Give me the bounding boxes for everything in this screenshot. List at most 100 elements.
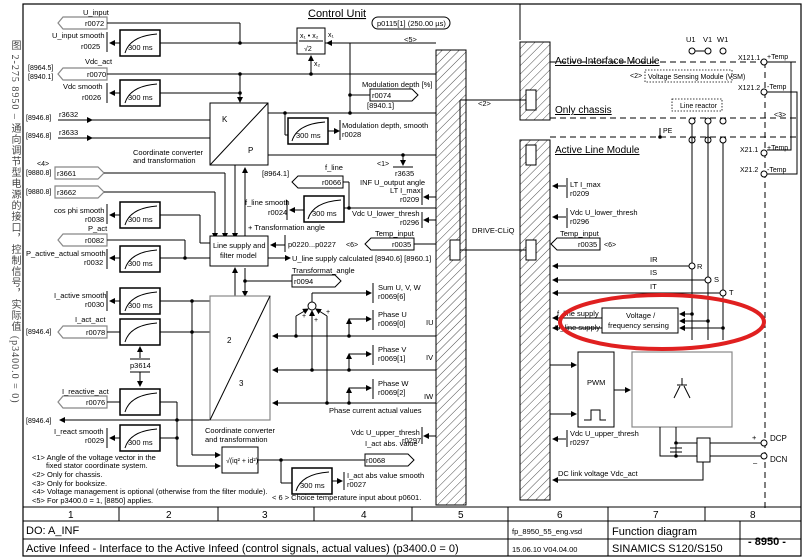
svg-text:<4>: <4> bbox=[37, 161, 49, 168]
svg-text:T: T bbox=[729, 288, 734, 297]
svg-text:r0297: r0297 bbox=[570, 438, 589, 447]
u-input-label: U_input bbox=[83, 8, 110, 17]
svg-text:+Temp: +Temp bbox=[767, 145, 788, 152]
svg-text:r3635: r3635 bbox=[395, 169, 414, 178]
svg-text:r0068: r0068 bbox=[366, 456, 385, 465]
svg-text:PE: PE bbox=[663, 128, 673, 135]
svg-text:[8964.5]: [8964.5] bbox=[28, 65, 53, 72]
svg-text:LT I_max: LT I_max bbox=[390, 186, 421, 195]
svg-text:[8940.1]: [8940.1] bbox=[367, 101, 394, 110]
svg-text:2: 2 bbox=[166, 510, 172, 521]
svg-text:+Temp: +Temp bbox=[767, 54, 788, 61]
footer-product: SINAMICS S120/S150 bbox=[612, 543, 723, 555]
svg-text:Phase current actual values: Phase current actual values bbox=[329, 406, 422, 415]
svg-text:+: + bbox=[326, 309, 330, 316]
footer-columns: 1 2 3 4 5 6 7 8 bbox=[68, 507, 756, 556]
svg-text:fixed stator coordinate system: fixed stator coordinate system. bbox=[46, 461, 148, 470]
svg-text:300 ms: 300 ms bbox=[128, 215, 153, 224]
svg-text:r0296: r0296 bbox=[400, 218, 419, 227]
power-unit-block bbox=[631, 351, 733, 428]
svg-text:<6>: <6> bbox=[604, 242, 616, 249]
sample-time: p0115[1] (250.00 µs) bbox=[377, 19, 446, 28]
svg-text:r0297: r0297 bbox=[402, 436, 421, 445]
svg-text:V1: V1 bbox=[703, 35, 712, 44]
svg-text:<2>: <2> bbox=[630, 73, 642, 80]
svg-text:r3661: r3661 bbox=[57, 169, 76, 178]
svg-text:IR: IR bbox=[650, 255, 658, 264]
svg-text:LT I_max: LT I_max bbox=[570, 180, 601, 189]
svg-text:r0030: r0030 bbox=[85, 300, 104, 309]
svg-text:4: 4 bbox=[361, 510, 367, 521]
svg-text:<5> For p3400.0 = 1, [8850] ap: <5> For p3400.0 = 1, [8850] applies. bbox=[32, 496, 153, 505]
svg-text:r0029: r0029 bbox=[85, 436, 104, 445]
svg-text:<1> Angle of the voltage vecto: <1> Angle of the voltage vector in the bbox=[32, 453, 156, 462]
sample-time-box bbox=[371, 16, 451, 30]
svg-text:r0069[6]: r0069[6] bbox=[378, 292, 406, 301]
svg-text:2: 2 bbox=[227, 336, 232, 345]
svg-text:r0209: r0209 bbox=[570, 189, 589, 198]
svg-text:Temp_input: Temp_input bbox=[375, 229, 415, 238]
u-input-smooth-label: U_input smooth bbox=[52, 31, 105, 40]
svg-text:<6>: <6> bbox=[346, 242, 358, 249]
svg-text:[9880.8]: [9880.8] bbox=[26, 189, 51, 196]
svg-text:I_react smooth: I_react smooth bbox=[54, 427, 104, 436]
svg-text:INF U_output angle: INF U_output angle bbox=[360, 178, 425, 187]
svg-text:S: S bbox=[714, 275, 719, 284]
svg-text:f_line supply: f_line supply bbox=[557, 309, 599, 318]
svg-text:I_act abs value smooth: I_act abs value smooth bbox=[347, 471, 424, 480]
alm-bus-wall bbox=[519, 139, 551, 501]
svg-text:f_line: f_line bbox=[325, 163, 343, 172]
svg-text:Vdc U_lower_thresh: Vdc U_lower_thresh bbox=[570, 208, 638, 217]
svg-text:P_act: P_act bbox=[88, 224, 108, 233]
svg-text:r0069[0]: r0069[0] bbox=[378, 319, 406, 328]
svg-text:X121.2: X121.2 bbox=[738, 85, 760, 92]
svg-text:< 6 > Choice temperature input: < 6 > Choice temperature input about p06… bbox=[272, 493, 421, 502]
svg-text:r0038: r0038 bbox=[85, 215, 104, 224]
drive-cliq-label: DRIVE-CLiQ bbox=[472, 226, 515, 235]
svg-text:Sum U, V, W: Sum U, V, W bbox=[378, 283, 422, 292]
svg-text:R: R bbox=[697, 262, 703, 271]
svg-text:Vdc U_upper_thresh: Vdc U_upper_thresh bbox=[570, 429, 639, 438]
footer-date-version: 15.06.10 V04.04.00 bbox=[512, 545, 577, 554]
svg-text:[8964.1]: [8964.1] bbox=[262, 169, 289, 178]
svg-text:X21.2: X21.2 bbox=[740, 167, 758, 174]
svg-text:Modulation depth, smooth: Modulation depth, smooth bbox=[342, 121, 428, 130]
footer-number: - 8950 - bbox=[748, 536, 786, 548]
svg-text:x₁ • x₂: x₁ • x₂ bbox=[300, 33, 319, 40]
u-input-param: r0072 bbox=[85, 19, 104, 28]
svg-text:Voltage Sensing Module (VSM): Voltage Sensing Module (VSM) bbox=[648, 74, 745, 81]
svg-text:r0032: r0032 bbox=[84, 258, 103, 267]
footer-do: DO: A_INF bbox=[26, 525, 79, 537]
svg-text:[8946.4]: [8946.4] bbox=[26, 329, 51, 336]
svg-text:7: 7 bbox=[653, 510, 659, 521]
svg-text:IW: IW bbox=[424, 392, 434, 401]
svg-text:IU: IU bbox=[426, 318, 434, 327]
svg-text:r0035: r0035 bbox=[392, 240, 411, 249]
alm-connector-2 bbox=[525, 144, 537, 166]
svg-text:-Temp: -Temp bbox=[767, 84, 787, 91]
svg-text:[8946.4]: [8946.4] bbox=[26, 418, 51, 425]
footer-title: Active Infeed - Interface to the Active … bbox=[26, 543, 459, 555]
svg-text:K: K bbox=[222, 115, 228, 124]
svg-text:DCN: DCN bbox=[770, 455, 788, 464]
svg-text:r0070: r0070 bbox=[87, 70, 106, 79]
svg-text:5: 5 bbox=[458, 510, 464, 521]
svg-text:+ Transformation angle: + Transformation angle bbox=[248, 223, 325, 232]
svg-text:P_active_actual smooth: P_active_actual smooth bbox=[26, 249, 106, 258]
svg-text:300 ms: 300 ms bbox=[312, 209, 337, 218]
svg-text:[8940.1]: [8940.1] bbox=[28, 74, 53, 81]
svg-text:300 ms: 300 ms bbox=[128, 301, 153, 310]
svg-text:P: P bbox=[248, 146, 253, 155]
svg-text:r0094: r0094 bbox=[294, 277, 313, 286]
svg-text:r0296: r0296 bbox=[570, 217, 589, 226]
svg-text:6: 6 bbox=[557, 510, 563, 521]
svg-text:p3614: p3614 bbox=[130, 361, 151, 370]
svg-text:IV: IV bbox=[426, 353, 433, 362]
svg-text:300 ms: 300 ms bbox=[128, 43, 153, 52]
svg-text:<1>: <1> bbox=[377, 161, 389, 168]
svg-text:+: + bbox=[314, 317, 318, 324]
vsm-box bbox=[644, 69, 733, 83]
svg-text:x₂: x₂ bbox=[314, 61, 321, 68]
svg-text:DC link voltage Vdc_act: DC link voltage Vdc_act bbox=[558, 469, 639, 478]
svg-text:filter model: filter model bbox=[220, 251, 257, 260]
